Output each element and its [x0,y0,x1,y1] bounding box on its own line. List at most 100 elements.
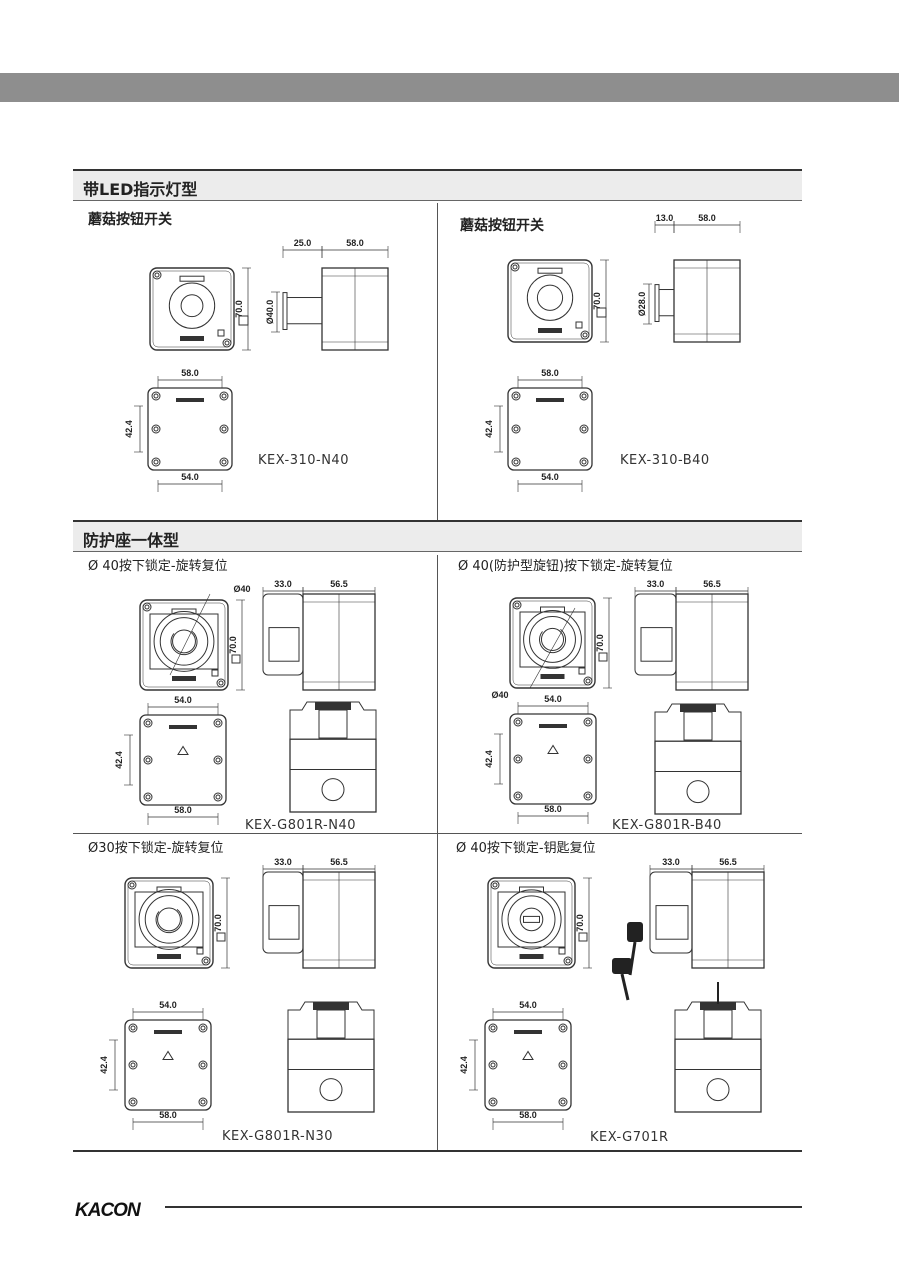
dimension-label: 70.0 [234,300,244,318]
rotate-arrow-icon [539,629,567,654]
screw-icon [580,330,590,340]
key-icon [620,973,630,1001]
triangle-icon [177,745,189,755]
screw-icon [583,754,593,764]
screw-icon [488,1060,498,1070]
dimension-label: 33.0 [662,857,680,867]
dimension-label: 54.0 [541,472,559,482]
screw-icon [558,1060,568,1070]
screw-icon [510,262,520,272]
dimension-label: 58.0 [181,368,199,378]
screw-icon [130,1025,136,1031]
front-view [509,597,596,689]
leader-line [529,607,576,689]
dimension-label: 58.0 [544,804,562,814]
bottom-view [147,387,233,471]
screw-icon [200,1062,206,1068]
button-inner [180,294,204,318]
dimension-label: 56.5 [719,857,737,867]
terminal-mark [575,321,583,329]
top-view [287,1038,375,1113]
screw-icon [219,424,229,434]
dimension-label: 42.4 [459,1056,469,1074]
dimension-label: 33.0 [274,857,292,867]
screw-icon [488,1097,498,1107]
top-view [674,1038,762,1113]
dimension-label: 42.4 [99,1056,109,1074]
screw-icon [151,424,161,434]
screw-icon [558,1097,568,1107]
button-side [282,292,288,331]
terminal-mark [196,947,204,955]
dimension-label: Ø40 [233,584,250,594]
screw-icon [585,793,591,799]
guard-side [262,593,304,676]
screw-icon [492,882,498,888]
section-header-guard: 防护座一体型 [73,520,802,552]
dimension-label: 58.0 [519,1110,537,1120]
screw-icon [513,754,523,764]
screw-icon [560,1025,566,1031]
screw-icon [143,755,153,765]
square-symbol [231,654,241,664]
terminal-mark [211,669,219,677]
bottom-view [139,714,227,806]
screw-icon [513,717,523,727]
bottom-view [124,1019,212,1111]
triangle-icon [547,744,559,754]
button-outer [168,282,216,329]
rotate-arrow-icon [170,631,198,656]
screw-icon [514,602,520,608]
brand-mark [539,724,567,728]
top-view [654,740,742,815]
button-side [655,905,689,940]
led-window [171,608,197,615]
screw-icon [143,718,153,728]
dimension-label: 56.5 [330,857,348,867]
button-ring [523,610,582,669]
model-number: KEX-310-B40 [620,453,710,468]
label-plate [319,1078,343,1102]
led-window [179,275,205,282]
screw-icon [579,424,589,434]
screw-icon [215,794,221,800]
button-outer [144,895,194,944]
screw-icon [216,678,226,688]
screw-icon [581,459,587,465]
screw-icon [585,678,591,684]
button-top [315,702,351,710]
terminal-mark [217,329,225,337]
model-number: KEX-G701R [590,1130,669,1145]
dimension-label: 33.0 [274,579,292,589]
screw-icon [213,718,223,728]
screw-icon [143,792,153,802]
screw-icon [515,793,521,799]
screw-icon [513,393,519,399]
button-outer [529,615,576,663]
screw-icon [201,956,211,966]
cell-title: Ø30按下锁定-旋转复位 [88,841,224,856]
screw-icon [581,393,587,399]
button-outer [507,895,556,944]
dimension-label: 54.0 [181,472,199,482]
square-symbol [216,932,226,942]
screw-icon [154,272,160,278]
screw-icon [560,1062,566,1068]
brand-mark [157,954,181,959]
label-plate [321,778,345,802]
dimension-label: 70.0 [213,914,223,932]
screw-icon [215,720,221,726]
button-ring [501,889,562,950]
key-slot [523,915,540,923]
screw-icon [129,882,135,888]
screw-icon [560,1099,566,1105]
model-number: KEX-310-N40 [258,453,349,468]
screw-icon [128,1097,138,1107]
front-view [487,877,576,969]
screw-icon [153,459,159,465]
screw-icon [558,1023,568,1033]
screw-icon [142,602,152,612]
key-icon [627,922,643,942]
led-window [537,267,563,274]
